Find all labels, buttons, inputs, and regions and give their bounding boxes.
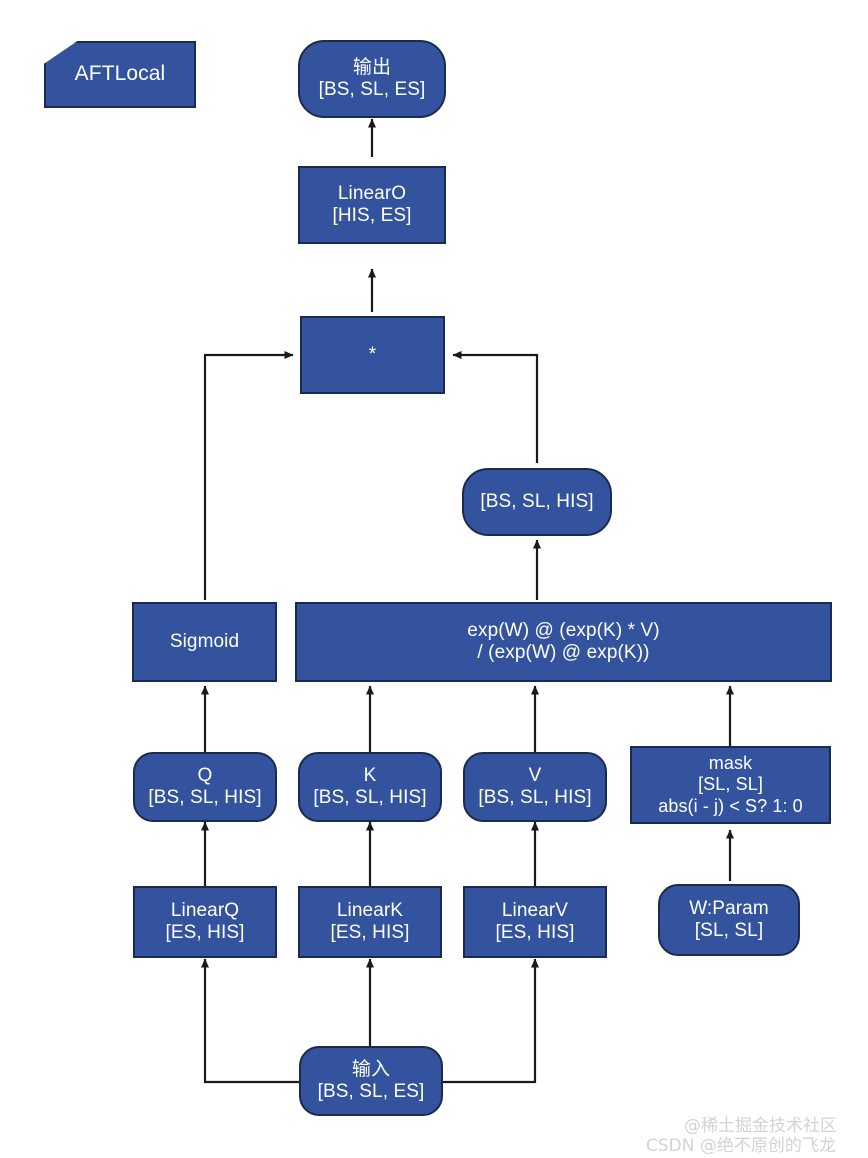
wire-sigmoid-to-multiply (203, 351, 294, 600)
node-linear-o[interactable]: LinearO [HIS, ES] (298, 166, 446, 244)
node-v-line2: [BS, SL, HIS] (478, 787, 592, 808)
node-formula[interactable]: exp(W) @ (exp(K) * V) / (exp(W) @ exp(K)… (295, 602, 832, 682)
node-linear-v[interactable]: LinearV [ES, HIS] (463, 886, 607, 958)
node-input-line1: 输入 (351, 1058, 391, 1080)
node-linear-k[interactable]: LinearK [ES, HIS] (298, 886, 442, 958)
node-v[interactable]: V [BS, SL, HIS] (463, 752, 607, 822)
node-linear-q-line2: [ES, HIS] (165, 922, 245, 943)
watermark-line-2: CSDN @绝不原创的飞龙 (646, 1136, 836, 1156)
node-mask-line1: mask (708, 753, 753, 774)
node-mask-line2: [SL, SL] (698, 774, 763, 795)
node-bs-sl-his[interactable]: [BS, SL, HIS] (462, 468, 612, 536)
diagram-title-tag: AFTLocal (44, 41, 196, 108)
node-linear-o-line1: LinearO (337, 182, 407, 204)
node-linear-q-line1: LinearQ (170, 899, 240, 921)
wire-input-to-linearv (443, 958, 539, 1084)
node-w-param[interactable]: W:Param [SL, SL] (658, 884, 800, 956)
node-k-line2: [BS, SL, HIS] (313, 787, 427, 808)
node-sigmoid[interactable]: Sigmoid (132, 602, 277, 682)
node-input-line2: [BS, SL, ES] (317, 1081, 425, 1102)
node-output-line2: [BS, SL, ES] (318, 79, 426, 100)
watermark-line-1: @稀土掘金技术社区 (684, 1116, 837, 1136)
node-w-param-line1: W:Param (689, 897, 769, 919)
wire-bshis-to-multiply (452, 351, 539, 463)
wire-input-to-linearq (201, 958, 299, 1084)
node-formula-line2: / (exp(W) @ exp(K)) (477, 642, 650, 663)
node-q-line1: Q (197, 764, 213, 786)
node-linear-q[interactable]: LinearQ [ES, HIS] (133, 886, 277, 958)
node-mask[interactable]: mask [SL, SL] abs(i - j) < S? 1: 0 (630, 746, 831, 824)
node-sigmoid-label: Sigmoid (169, 630, 240, 652)
node-v-line1: V (528, 764, 542, 786)
node-linear-v-line1: LinearV (501, 899, 569, 921)
node-linear-v-line2: [ES, HIS] (495, 922, 575, 943)
node-w-param-line2: [SL, SL] (694, 920, 764, 941)
node-output[interactable]: 输出 [BS, SL, ES] (298, 40, 446, 118)
node-multiply-label: * (368, 343, 377, 365)
node-multiply[interactable]: * (300, 316, 445, 394)
diagram-title-label: AFTLocal (74, 62, 166, 86)
node-input[interactable]: 输入 [BS, SL, ES] (299, 1046, 443, 1116)
node-linear-k-line1: LinearK (336, 899, 404, 921)
node-linear-o-line2: [HIS, ES] (332, 205, 412, 226)
node-k[interactable]: K [BS, SL, HIS] (298, 752, 442, 822)
node-linear-k-line2: [ES, HIS] (330, 922, 410, 943)
node-output-line1: 输出 (352, 56, 392, 78)
node-formula-line1: exp(W) @ (exp(K) * V) (467, 619, 660, 641)
node-q[interactable]: Q [BS, SL, HIS] (133, 752, 277, 822)
node-bs-sl-his-label: [BS, SL, HIS] (480, 490, 594, 512)
node-q-line2: [BS, SL, HIS] (148, 787, 262, 808)
node-mask-line3: abs(i - j) < S? 1: 0 (658, 795, 803, 816)
node-k-line1: K (363, 764, 377, 786)
